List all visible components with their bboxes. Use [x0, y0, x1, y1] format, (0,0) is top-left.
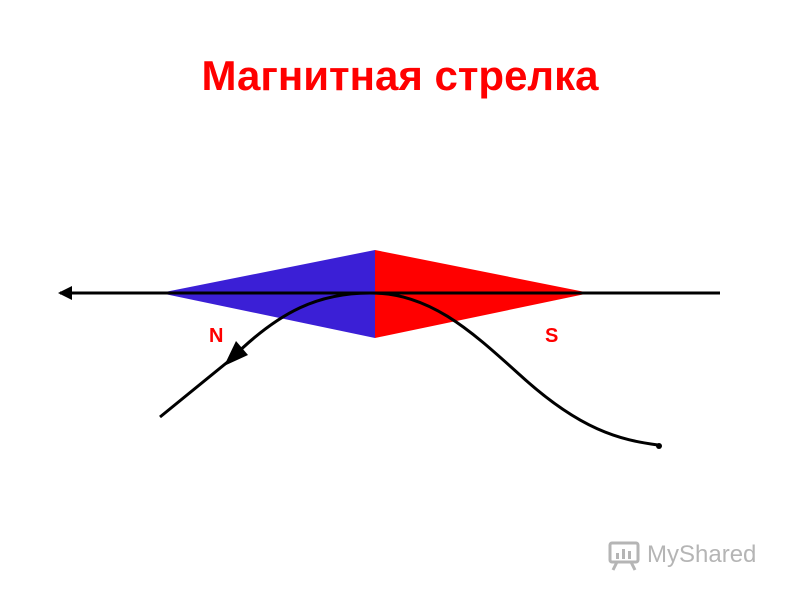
field-line-arrowhead-left [58, 286, 72, 300]
watermark: MyShared [607, 535, 756, 575]
field-line-curved [159, 291, 659, 447]
south-pole-label: S [545, 325, 558, 347]
north-pole-label: N [209, 325, 223, 347]
field-line-end-dot [656, 443, 662, 449]
field-line-arrowhead-curved [224, 341, 248, 366]
slide-title: Магнитная стрелка [201, 52, 599, 99]
presentation-chart-icon [608, 541, 640, 571]
watermark-text: MyShared [647, 541, 757, 568]
